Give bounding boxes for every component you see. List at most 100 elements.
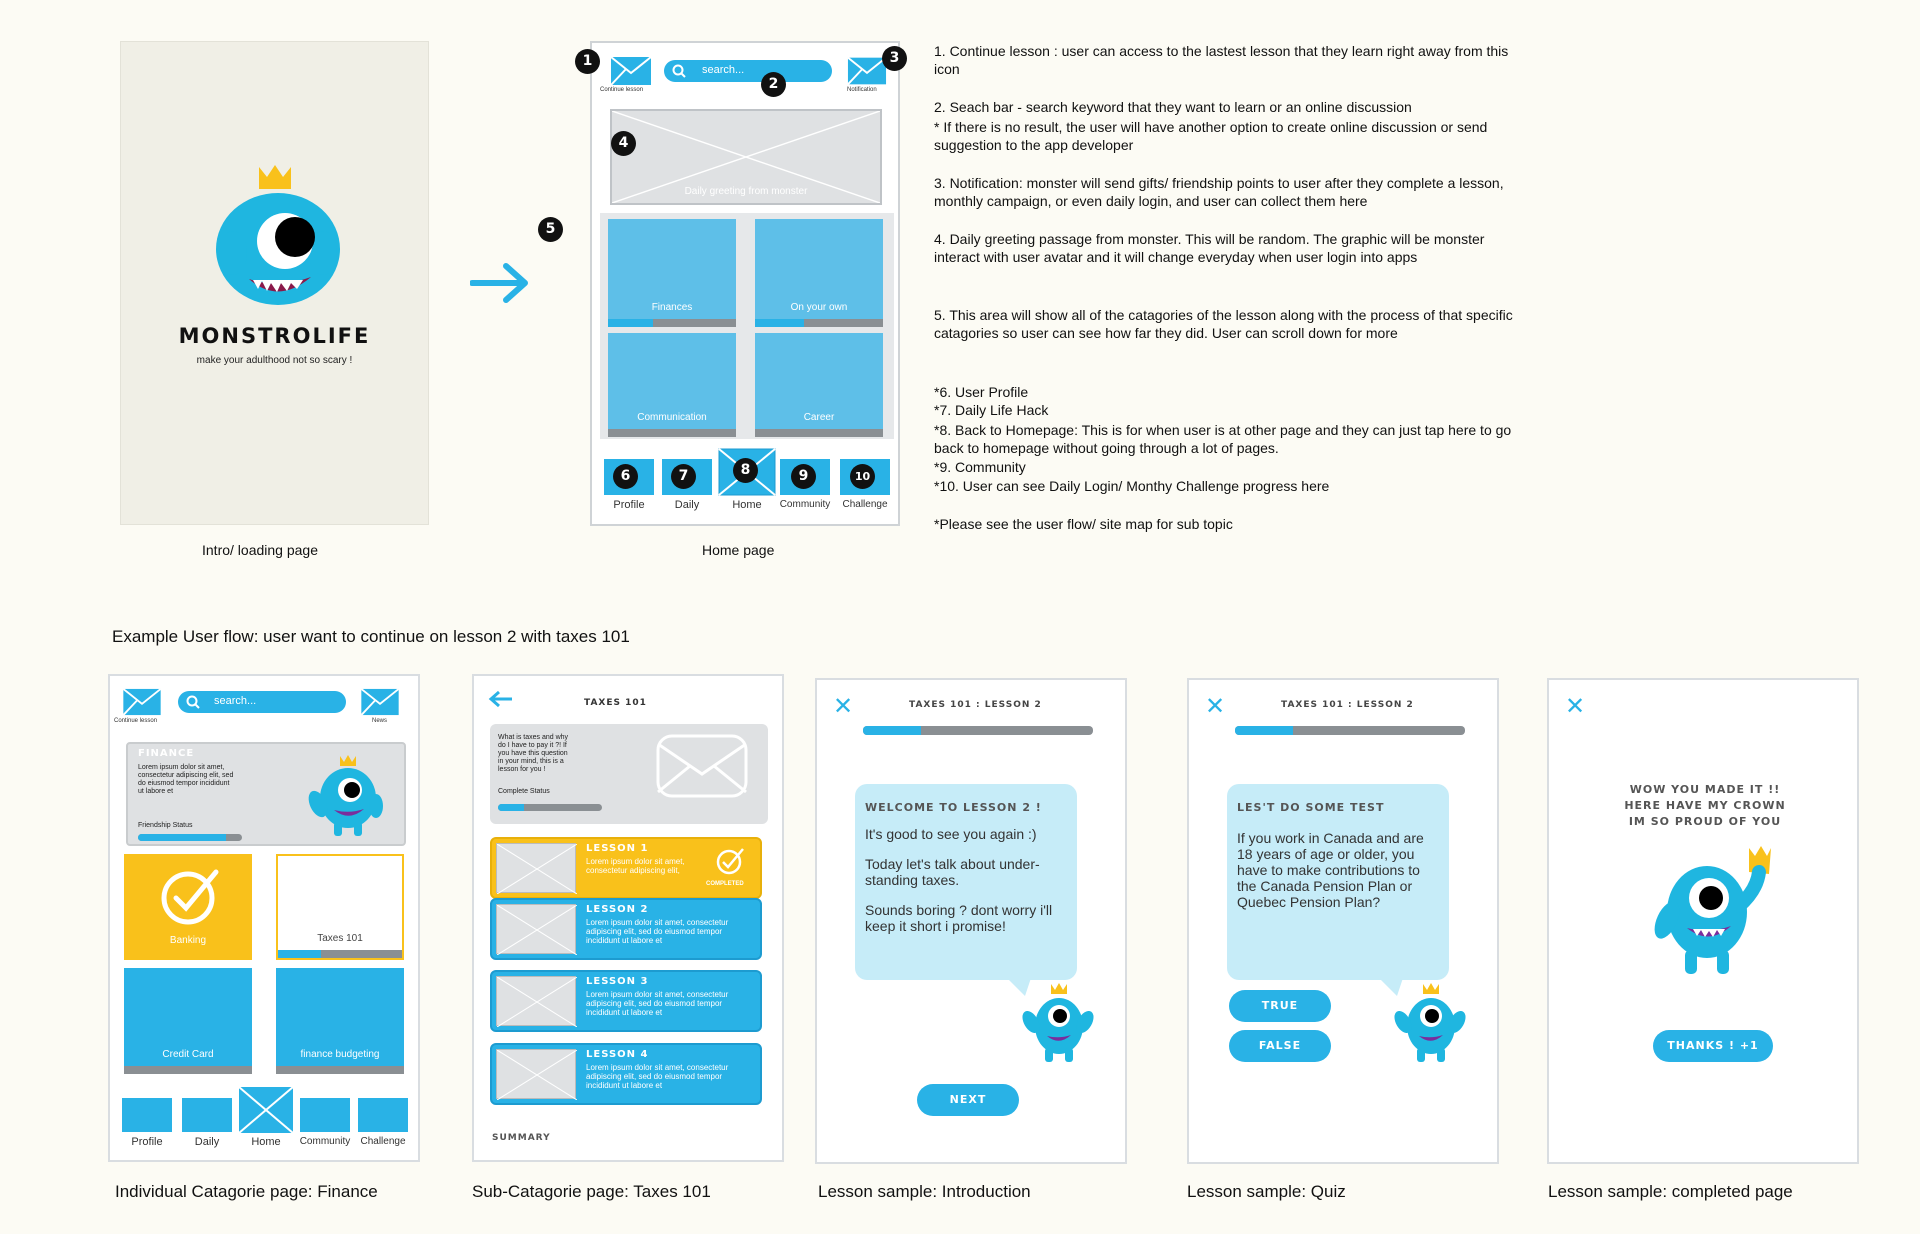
- lesson-thumbnail: [496, 1049, 578, 1101]
- monster-icon: [1022, 983, 1094, 1062]
- bubble-tail-icon: [1007, 978, 1031, 996]
- thanks-button[interactable]: THANKS ! +1: [1653, 1030, 1773, 1062]
- category-tile-on-your-own[interactable]: On your own: [755, 219, 883, 327]
- complete-status-bar: [498, 804, 602, 811]
- close-icon[interactable]: ✕: [1565, 692, 1586, 720]
- true-button[interactable]: TRUE: [1229, 990, 1331, 1022]
- search-bar[interactable]: search...: [178, 691, 346, 713]
- progress-fill: [138, 834, 227, 841]
- bubble-heading: LES'T DO SOME TEST: [1237, 801, 1385, 814]
- marker-9: 9: [791, 464, 816, 489]
- close-icon[interactable]: ✕: [833, 692, 854, 720]
- notification-icon[interactable]: [847, 56, 887, 86]
- tile-label: finance budgeting: [300, 1049, 380, 1060]
- speech-bubble: LES'T DO SOME TEST If you work in Canada…: [1227, 784, 1449, 980]
- brand-name: MONSTROLIFE: [178, 324, 371, 348]
- check-icon: [161, 869, 219, 925]
- back-arrow-icon[interactable]: [488, 690, 514, 708]
- nav-label-home: Home: [251, 1136, 281, 1148]
- nav-community[interactable]: [300, 1098, 350, 1132]
- note-2: 2. Seach bar - search keyword that they …: [934, 99, 1412, 115]
- arrow-right-icon: [470, 263, 528, 303]
- tile-banking[interactable]: Banking: [124, 854, 252, 960]
- caption-intro-lesson: Lesson sample: Introduction: [818, 1182, 1031, 1201]
- continue-lesson-label: Continue lesson: [600, 87, 644, 93]
- friendship-label: Friendship Status: [138, 822, 193, 829]
- lesson-card-2[interactable]: LESSON 2 Lorem ipsum dolor sit amet, con…: [490, 898, 762, 960]
- continue-lesson-icon[interactable]: [610, 56, 652, 86]
- nav-challenge[interactable]: [358, 1098, 408, 1132]
- mail-placeholder-icon: [656, 734, 748, 798]
- taxes-title: TAXES 101: [584, 698, 647, 708]
- notification-label: Notification: [847, 87, 877, 93]
- tile-credit-card[interactable]: Credit Card: [124, 968, 252, 1074]
- complete-status-label: Complete Status: [498, 788, 550, 795]
- search-icon: [672, 64, 686, 78]
- marker-7: 7: [671, 464, 696, 489]
- note-4: 4. Daily greeting passage from monster. …: [934, 231, 1485, 265]
- nav-home[interactable]: [238, 1086, 294, 1134]
- lesson-title: LESSON 3: [586, 976, 649, 987]
- close-icon[interactable]: ✕: [1205, 692, 1226, 720]
- category-tile-career[interactable]: Career: [755, 333, 883, 437]
- tile-label: Credit Card: [162, 1049, 214, 1060]
- progress-fill: [1235, 726, 1293, 735]
- lesson-text: Lorem ipsum dolor sit amet, consectetur …: [586, 990, 729, 1017]
- progress-fill: [608, 319, 653, 327]
- intro-screen: MONSTROLIFE make your adulthood not so s…: [120, 41, 429, 525]
- tile-taxes-101[interactable]: Taxes 101: [276, 854, 404, 960]
- marker-3: 3: [882, 46, 907, 71]
- lesson-card-1[interactable]: LESSON 1 Lorem ipsum dolor sit amet, con…: [490, 837, 762, 899]
- monster-icon: [1654, 846, 1771, 974]
- continue-lesson-label: Continue lesson: [114, 718, 158, 724]
- progress-fill: [863, 726, 921, 735]
- finance-heading: FINANCE: [138, 748, 195, 759]
- news-icon[interactable]: [360, 688, 400, 716]
- search-placeholder: search...: [214, 695, 257, 707]
- daily-greeting-placeholder[interactable]: Daily greeting from monster: [610, 109, 882, 205]
- nav-profile[interactable]: [122, 1098, 172, 1132]
- tile-label: Taxes 101: [317, 933, 363, 944]
- monster-icon: [1394, 983, 1466, 1062]
- finance-card: FINANCE Lorem ipsum dolor sit amet, cons…: [126, 742, 406, 846]
- tile-finance-budgeting[interactable]: finance budgeting: [276, 968, 404, 1074]
- progress-fill: [498, 804, 524, 811]
- category-tile-communication[interactable]: Communication: [608, 333, 736, 437]
- tile-label: Banking: [169, 935, 207, 946]
- summary-link[interactable]: SUMMARY: [492, 1133, 551, 1143]
- lesson-thumbnail: [496, 904, 578, 956]
- caption-home: Home page: [702, 542, 775, 558]
- caption-taxes: Sub-Catagorie page: Taxes 101: [472, 1182, 711, 1201]
- caption-quiz: Lesson sample: Quiz: [1187, 1182, 1346, 1201]
- lesson-progress: [1235, 726, 1465, 735]
- daily-greeting-label: Daily greeting from monster: [684, 186, 808, 197]
- marker-10: 10: [850, 464, 875, 489]
- marker-5: 5: [538, 217, 563, 242]
- nav-label-profile: Profile: [613, 499, 645, 511]
- marker-4: 4: [611, 131, 636, 156]
- continue-lesson-icon[interactable]: [122, 688, 162, 716]
- lesson-text: Lorem ipsum dolor sit amet, consectetur …: [586, 1063, 729, 1090]
- lesson-card-3[interactable]: LESSON 3 Lorem ipsum dolor sit amet, con…: [490, 970, 762, 1032]
- lesson-title: LESSON 2: [586, 904, 649, 915]
- quiz-question: If you work in Canada and are 18 years o…: [1237, 830, 1424, 910]
- flow-title: Example User flow: user want to continue…: [112, 627, 630, 646]
- nav-daily[interactable]: [182, 1098, 232, 1132]
- lesson-card-4[interactable]: LESSON 4 Lorem ipsum dolor sit amet, con…: [490, 1043, 762, 1105]
- note-7: *7. Daily Life Hack: [934, 402, 1049, 418]
- note-10: *10. User can see Daily Login/ Monthy Ch…: [934, 478, 1330, 494]
- caption-intro: Intro/ loading page: [202, 542, 318, 558]
- nav-label-home: Home: [732, 499, 762, 511]
- completed-message: WOW YOU MADE IT !! HERE HAVE MY CROWN IM…: [1624, 783, 1786, 828]
- note-9: *9. Community: [934, 459, 1026, 475]
- nav-label-challenge: Challenge: [360, 1136, 406, 1147]
- note-8: *8. Back to Homepage: This is for when u…: [934, 422, 1512, 456]
- false-button[interactable]: FALSE: [1229, 1030, 1331, 1062]
- category-tile-finances[interactable]: Finances: [608, 219, 736, 327]
- search-bar[interactable]: search...: [664, 60, 832, 82]
- next-button[interactable]: NEXT: [917, 1084, 1019, 1116]
- friendship-bar: [138, 834, 242, 841]
- bubble-tail-icon: [1379, 978, 1403, 996]
- bubble-heading: WELCOME TO LESSON 2 !: [865, 801, 1042, 814]
- marker-8: 8: [733, 458, 758, 483]
